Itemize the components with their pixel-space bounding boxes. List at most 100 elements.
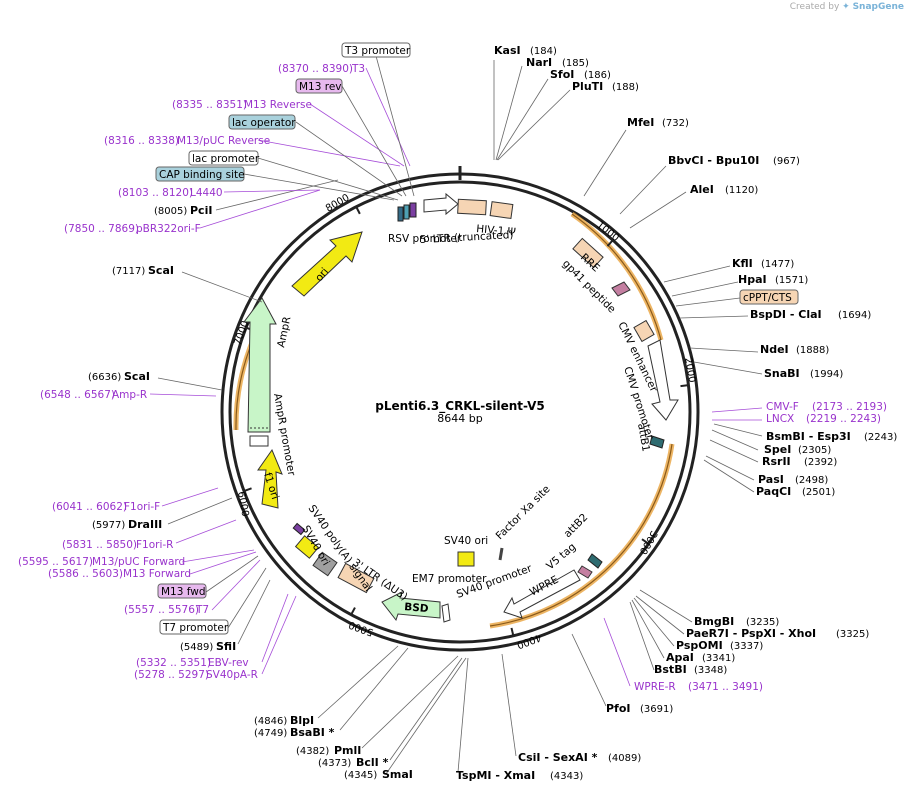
primer-lncx: LNCX xyxy=(766,413,794,425)
snapgene-logo: ✦ xyxy=(842,2,850,12)
site-pspomi-pos: (3337) xyxy=(730,641,763,652)
m13-shape xyxy=(409,202,417,218)
site-ahdi: ScaI xyxy=(148,264,174,277)
bsd-label: BSD xyxy=(404,601,430,615)
spei-leader xyxy=(711,429,759,451)
site-sfoi-pos: (186) xyxy=(584,70,611,81)
orange-arc-2-line xyxy=(489,443,673,627)
ahdi-leader xyxy=(181,271,263,303)
primer-f1orif-pos: (6041 .. 6062) xyxy=(52,501,127,513)
sv40-ori-left-shape xyxy=(294,535,320,559)
site-csii-pos: (4089) xyxy=(608,753,641,764)
em7-promoter-label: EM7 promoter xyxy=(412,573,487,585)
mfei-leader xyxy=(583,129,627,197)
pspomi-leader xyxy=(633,597,675,647)
m13pucrev-leader xyxy=(257,139,401,167)
m13-fwd-box xyxy=(157,583,207,599)
site-nari: NarI xyxy=(526,56,552,69)
attb2-label: attB2 xyxy=(562,511,591,540)
site-sfii-pos: (5489) xyxy=(180,642,213,653)
f1orir-leader xyxy=(175,519,237,544)
rsv-promoter-label: RSV promoter xyxy=(388,233,462,245)
alei-leader xyxy=(629,191,687,229)
site-pluti: PluTI xyxy=(572,80,603,93)
site-bbvci: BbvCI - Bpu10I xyxy=(668,154,759,167)
primer-ampr-pos: (6548 .. 6567) xyxy=(40,389,115,401)
site-bcli-pos: (4373) xyxy=(318,758,351,769)
site-pfoi-pos: (3691) xyxy=(640,704,673,715)
site-bspdi-pos: (1694) xyxy=(838,310,871,321)
sv40-ori-yellow-shape xyxy=(457,551,475,567)
rsv-promoter-shape xyxy=(423,192,459,216)
tick-6000 xyxy=(243,487,252,493)
m13pucfwd-leader xyxy=(181,549,255,563)
lac-operator-shape xyxy=(397,206,404,222)
backbone-inner-ring xyxy=(228,180,692,644)
m13-rev-box xyxy=(295,78,343,94)
site-csii: CsiI - SexAI * xyxy=(518,751,598,764)
f1orif-leader xyxy=(161,487,219,507)
snabi-leader xyxy=(693,361,763,375)
site-pluti-pos: (188) xyxy=(612,82,639,93)
primer-m13pucfwd: M13/pUC Forward xyxy=(92,556,185,568)
bsd-shape xyxy=(381,591,441,622)
rsrii-leader xyxy=(709,439,759,463)
primer-m13fwd-pos: (5586 .. 5603) xyxy=(48,568,123,580)
site-apai: ApaI xyxy=(666,651,694,664)
attb1-label: attB1 xyxy=(635,422,652,452)
tick-label-7000: 7000 xyxy=(232,319,251,347)
tick-3000 xyxy=(641,538,650,545)
bcli-leader xyxy=(389,657,463,761)
m13fwdbox-leader xyxy=(205,555,259,593)
ltr3-shape xyxy=(337,562,375,594)
cppt-box xyxy=(739,289,799,305)
bspdi-leader xyxy=(679,315,749,319)
site-kasi-pos: (184) xyxy=(530,46,557,57)
primer-pbr322: pBR322ori-F xyxy=(136,223,201,235)
site-kasi: KasI xyxy=(494,44,521,57)
em7-shape xyxy=(441,603,451,623)
credit-prefix: Created by xyxy=(789,2,840,12)
t7-leader xyxy=(211,559,261,611)
primer-m13rev-pos: (8335 .. 8351) xyxy=(172,99,247,111)
bsmbi-leader xyxy=(713,423,763,437)
site-ndei-pos: (1888) xyxy=(796,345,829,356)
site-bmgbi-pos: (3235) xyxy=(746,617,779,628)
site-bbvci-pos: (967) xyxy=(773,156,800,167)
lacprom-leader xyxy=(257,157,399,201)
site-nari-pos: (185) xyxy=(562,58,589,69)
t7-promoter-box xyxy=(159,619,229,635)
f1-ori-shape xyxy=(257,448,283,509)
tick-8000 xyxy=(355,206,361,215)
t3promoter-leader xyxy=(375,55,415,197)
cap-site-shape xyxy=(403,204,410,220)
kfli-leader xyxy=(663,265,731,283)
primer-t7: T7 xyxy=(195,604,209,616)
primer-lncx-pos: (2219 .. 2243) xyxy=(806,413,881,425)
site-mfei-pos: (732) xyxy=(662,118,689,129)
primer-t7-pos: (5557 .. 5576) xyxy=(124,604,199,616)
pbr322-leader xyxy=(199,189,321,229)
bstbi-leader xyxy=(629,601,655,671)
lac-promoter-box-label: lac promoter xyxy=(192,153,260,165)
m13fwd-leader xyxy=(189,551,257,575)
lac-operator-box-label: lac operator xyxy=(232,117,296,129)
site-sfii: SfiI xyxy=(216,640,236,653)
cppt-box-label: cPPT/CTS xyxy=(743,292,792,304)
site-paqci: PaqCI xyxy=(756,485,791,498)
site-snabi-pos: (1994) xyxy=(810,369,843,380)
t7promoter-leader xyxy=(227,567,267,629)
site-paer7i: PaeR7I - PspXI - XhoI xyxy=(686,627,816,640)
gp41-shape xyxy=(611,281,631,297)
blpi-leader xyxy=(317,645,399,719)
primer-ebvrev-pos: (5332 .. 5351) xyxy=(136,657,211,669)
factor-xa-label: Factor Xa site xyxy=(494,483,553,542)
cap-leader xyxy=(243,173,395,201)
ampr-promoter-shape xyxy=(249,435,269,447)
primer-cmvf: CMV-F xyxy=(766,401,799,413)
factor-xa-shape xyxy=(498,547,504,561)
orange-arc-2 xyxy=(489,443,675,629)
m13revbox-leader xyxy=(341,85,407,197)
ori-shape xyxy=(291,231,363,297)
